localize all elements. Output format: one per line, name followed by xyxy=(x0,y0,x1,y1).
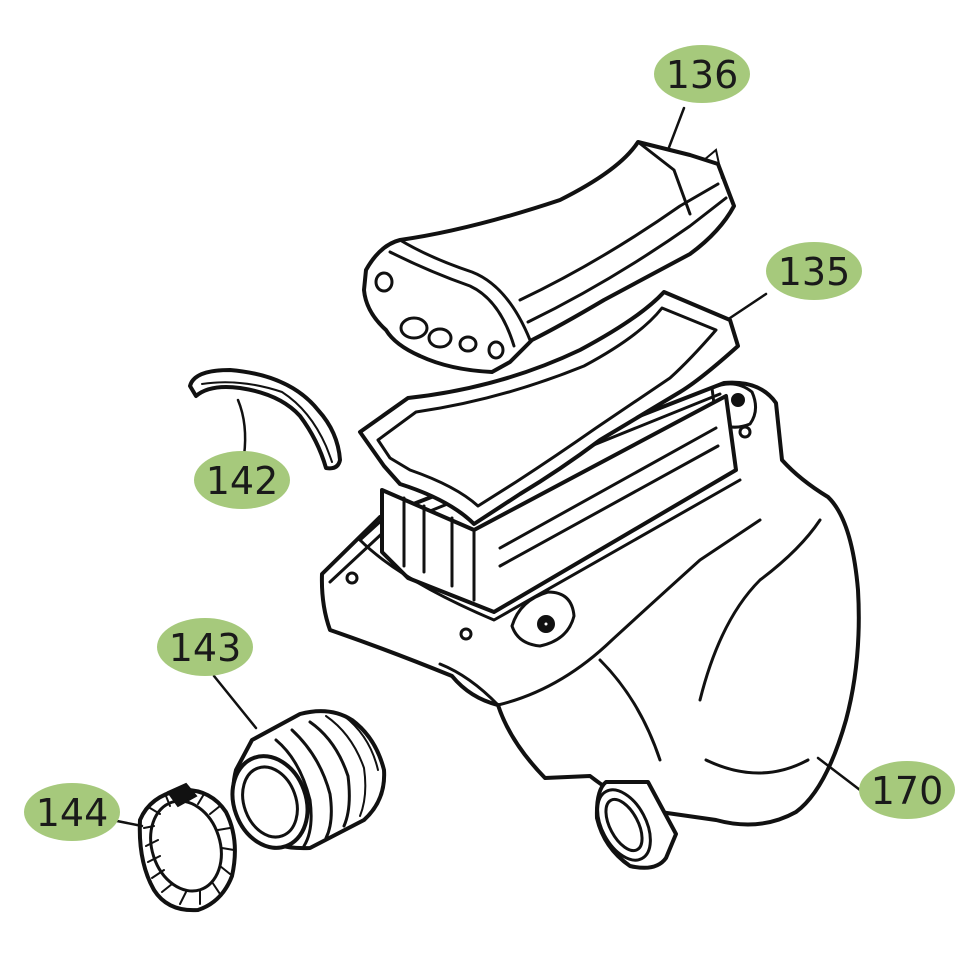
callout-143-label: 143 xyxy=(169,626,242,670)
leader-142 xyxy=(236,398,247,458)
callout-142: 142 xyxy=(194,451,290,509)
part-144-hose-clamp xyxy=(137,782,237,913)
callout-144: 144 xyxy=(24,783,120,841)
leader-136 xyxy=(666,106,686,152)
part-142-seal-strip xyxy=(188,368,342,471)
callout-144-label: 144 xyxy=(36,791,109,835)
callout-136: 136 xyxy=(654,45,750,103)
leader-135 xyxy=(728,292,768,320)
callout-143: 143 xyxy=(157,618,253,676)
callout-135: 135 xyxy=(766,242,862,300)
part-143-intake-boot xyxy=(230,709,387,851)
callout-142-label: 142 xyxy=(206,459,279,503)
leader-170 xyxy=(816,756,862,792)
leader-143 xyxy=(212,674,258,730)
callout-170: 170 xyxy=(859,761,955,819)
part-135-filter-frame xyxy=(358,290,742,622)
callout-136-label: 136 xyxy=(666,53,739,97)
callout-135-label: 135 xyxy=(778,250,851,294)
callout-170-label: 170 xyxy=(871,769,944,813)
part-136-filter-element xyxy=(362,140,736,374)
